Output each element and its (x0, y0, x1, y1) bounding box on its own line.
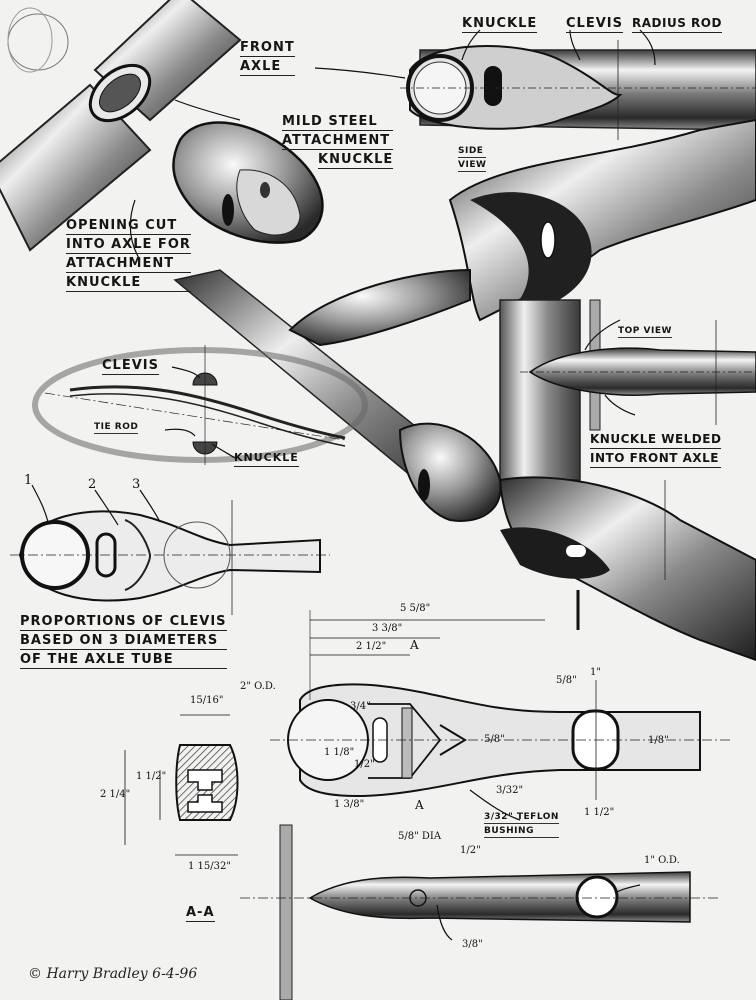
dim-2-od: 2" O.D. (240, 681, 276, 692)
top-view-knuckle (520, 299, 756, 431)
dim-1-1-2-right: 1 1/2" (584, 807, 615, 818)
dim-1-8: 1/8" (648, 735, 669, 746)
detail-top-view (240, 824, 720, 1000)
label-knuckle-mid: KNUCKLE (234, 450, 299, 469)
clevis-fork-perspective (448, 118, 756, 481)
label-clevis-top: CLEVIS (566, 16, 623, 33)
dim-2-1-4: 2 1/4" (100, 789, 131, 800)
side-view-knuckle (400, 40, 756, 140)
dim-1-in: 1" (590, 667, 601, 678)
tie-rod-perspective (173, 268, 756, 662)
artist-signature: © Harry Bradley 6-4-96 (28, 966, 198, 982)
dim-1-15-32: 1 15/32" (188, 861, 231, 872)
dim-1-1-2-left: 1 1/2" (136, 771, 167, 782)
dim-5-8-right: 5/8" (556, 675, 577, 686)
dim-1-2: 1/2" (354, 759, 375, 770)
dim-2-1-2: 2 1/2" (356, 641, 387, 652)
callout-1: 1 (24, 473, 33, 488)
dim-3-32: 3/32" (496, 785, 524, 796)
label-knuckle-top: KNUCKLE (462, 16, 538, 33)
tie-rod-oval-sketch (32, 345, 368, 465)
section-a-a (124, 714, 239, 856)
dim-a-upper: A (410, 638, 419, 652)
dim-15-16: 15/16" (190, 695, 224, 706)
dim-3-8: 3/8" (462, 939, 483, 950)
dim-a-lower: A (415, 798, 424, 812)
leader-lines (31, 29, 656, 941)
label-section-a-a: A-A (186, 905, 215, 922)
label-radius-rod: RADIUS ROD (632, 16, 722, 35)
callout-2: 2 (88, 477, 97, 492)
dim-3-4: 3/4" (350, 701, 371, 712)
dim-1-1-8: 1 1/8" (324, 747, 355, 758)
dim-3-3-8: 3 3/8" (372, 623, 403, 634)
front-axle-tube (0, 0, 242, 252)
callout-3: 3 (132, 477, 141, 492)
dim-1-od: 1" O.D. (644, 855, 680, 866)
label-clevis-mid: CLEVIS (102, 358, 159, 375)
dim-5-8-dia: 5/8" DIA (398, 831, 442, 842)
clevis-proportions-sketch (10, 500, 330, 615)
label-tie-rod: TIE ROD (94, 422, 139, 434)
dim-1-2-lower: 1/2" (460, 845, 481, 856)
attachment-knuckle (172, 121, 324, 244)
detail-side-view (270, 610, 730, 800)
dim-1-3-8: 1 3/8" (334, 799, 365, 810)
dim-5-5-8: 5 5/8" (400, 603, 431, 614)
label-top-view: TOP VIEW (618, 326, 672, 338)
dim-5-8-vert: 5/8" (484, 734, 505, 745)
